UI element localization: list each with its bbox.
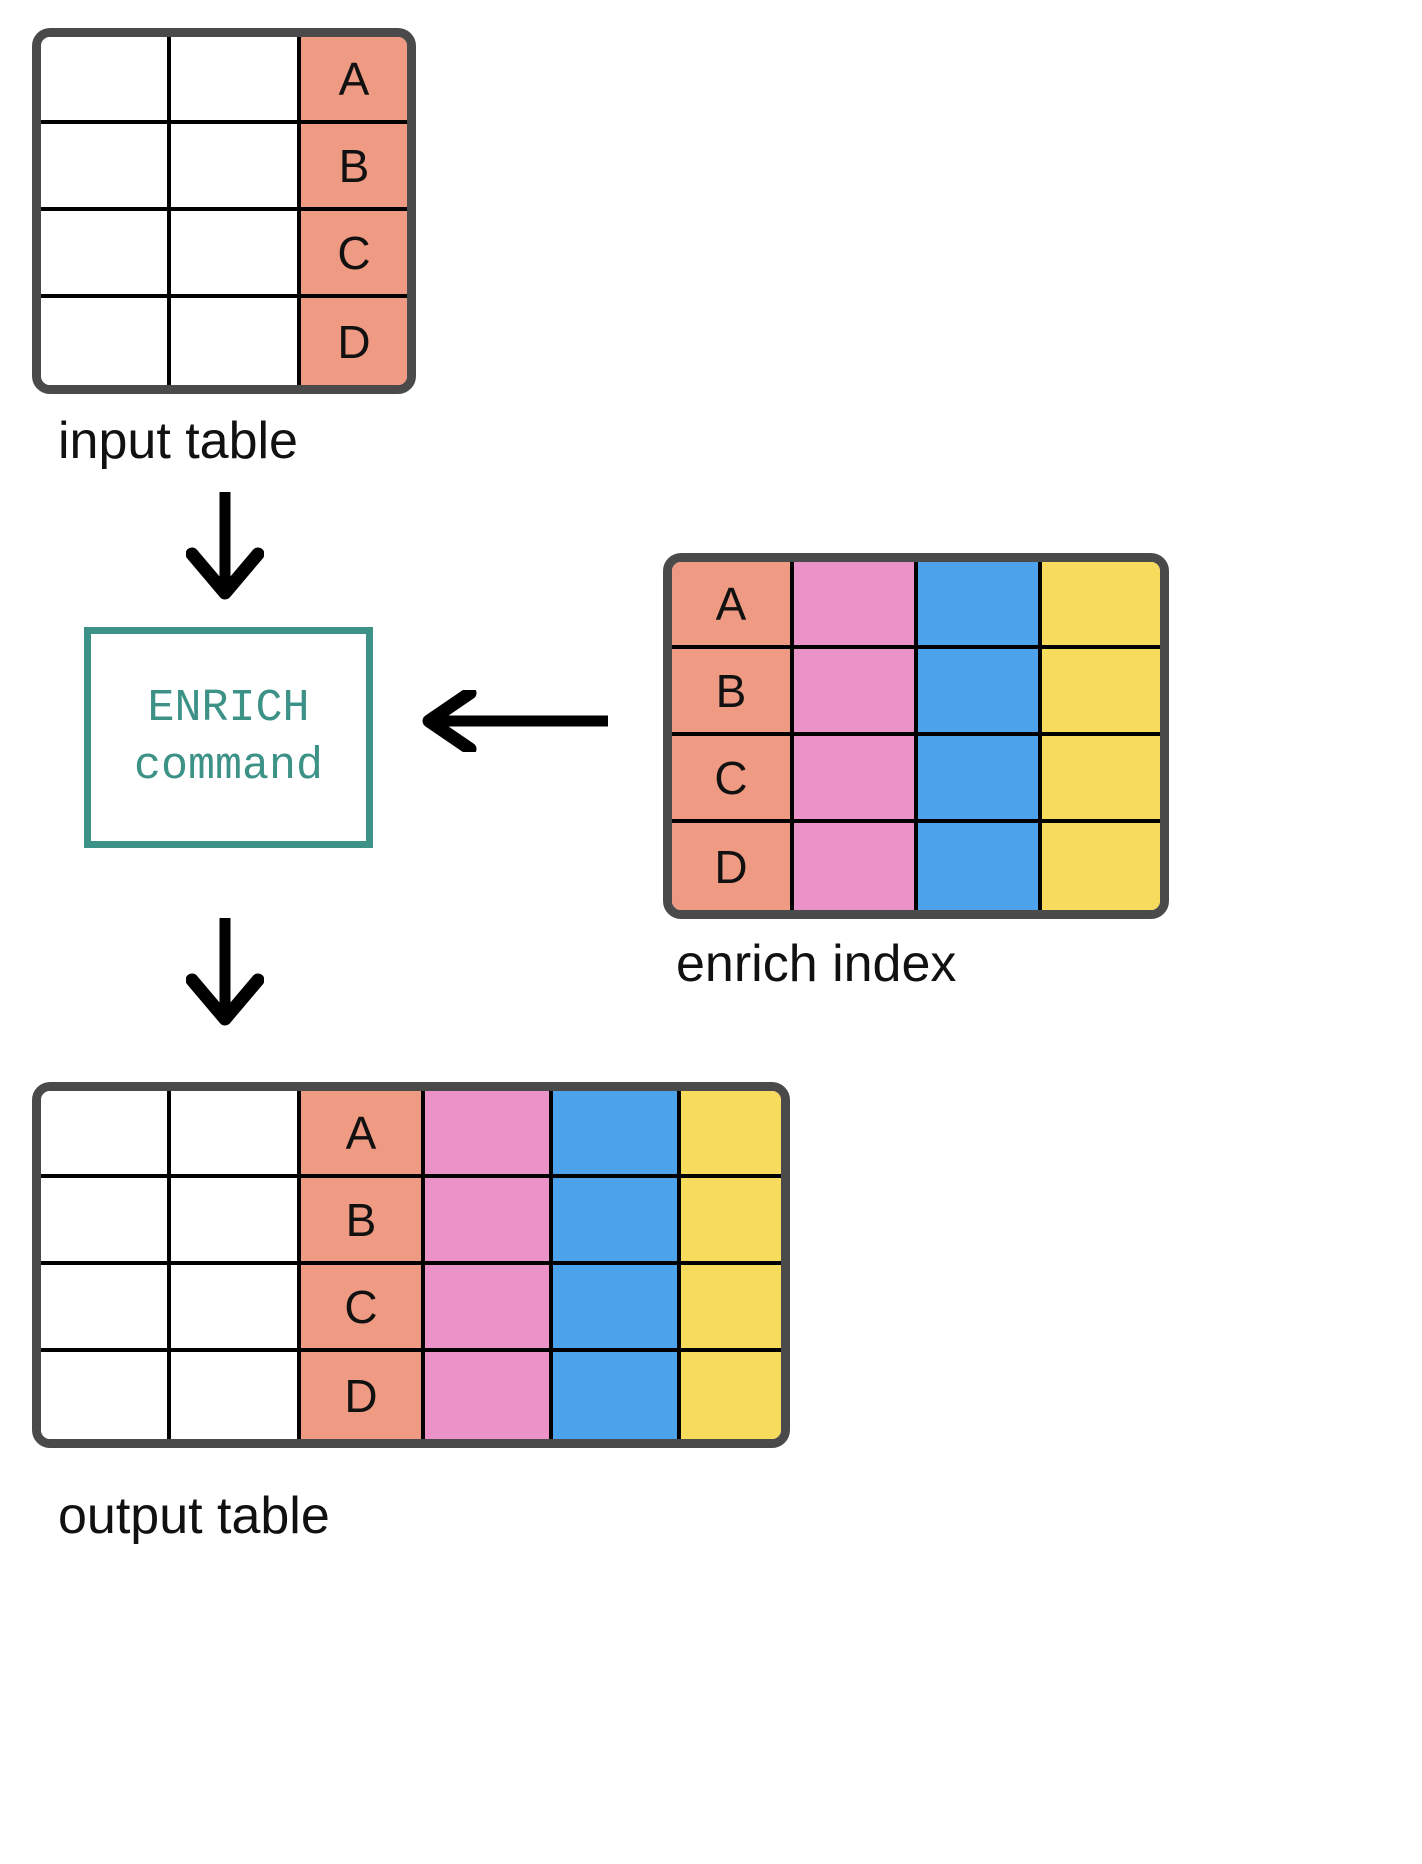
input-to-command-arrow [186, 492, 264, 602]
enrich-index-caption: enrich index [676, 935, 957, 993]
cell-blank-col-1-r1 [41, 37, 171, 124]
cell-blank-col-1-r2 [41, 1178, 171, 1265]
cell-enrich-field-2-r2 [553, 1178, 681, 1265]
cell-match-key-col-r1: A [301, 37, 407, 124]
cell-match-key-col-r2: B [672, 649, 794, 736]
cell-blank-col-2-r3 [171, 211, 301, 298]
cell-enrich-field-3-r2 [681, 1178, 781, 1265]
cell-enrich-field-3-r1 [681, 1091, 781, 1178]
cell-blank-col-1-r4 [41, 298, 171, 385]
cell-enrich-field-3-r1 [1042, 562, 1160, 649]
table-row: D [672, 823, 1160, 910]
output-table-caption: output table [58, 1487, 330, 1545]
cell-blank-col-1-r2 [41, 124, 171, 211]
enrich-command-line-2: command [133, 740, 324, 792]
enrich-command-box[interactable]: ENRICH command [84, 627, 373, 848]
cell-enrich-field-1-r2 [425, 1178, 553, 1265]
table-row: D [41, 298, 407, 385]
cell-match-key-col-r2: B [301, 1178, 425, 1265]
cell-blank-col-2-r4 [171, 298, 301, 385]
table-row: A [41, 37, 407, 124]
cell-enrich-field-2-r3 [553, 1265, 681, 1352]
cell-blank-col-2-r2 [171, 1178, 301, 1265]
cell-enrich-field-2-r4 [918, 823, 1042, 910]
table-row: B [672, 649, 1160, 736]
cell-blank-col-2-r3 [171, 1265, 301, 1352]
cell-enrich-field-2-r3 [918, 736, 1042, 823]
table-row: C [672, 736, 1160, 823]
cell-enrich-field-1-r3 [425, 1265, 553, 1352]
cell-blank-col-2-r1 [171, 1091, 301, 1178]
cell-blank-col-1-r4 [41, 1352, 171, 1439]
cell-enrich-field-3-r4 [681, 1352, 781, 1439]
enrich-command-line-1: ENRICH [147, 682, 310, 734]
table-row: B [41, 1178, 781, 1265]
cell-enrich-field-1-r3 [794, 736, 918, 823]
cell-blank-col-1-r3 [41, 211, 171, 298]
input-table-caption: input table [58, 412, 298, 470]
table-row: A [41, 1091, 781, 1178]
cell-enrich-field-3-r3 [1042, 736, 1160, 823]
table-row: A [672, 562, 1160, 649]
cell-enrich-field-2-r1 [553, 1091, 681, 1178]
cell-match-key-col-r2: B [301, 124, 407, 211]
cell-match-key-col-r1: A [672, 562, 794, 649]
cell-match-key-col-r4: D [301, 298, 407, 385]
cell-blank-col-2-r4 [171, 1352, 301, 1439]
cell-match-key-col-r4: D [672, 823, 794, 910]
cell-match-key-col-r1: A [301, 1091, 425, 1178]
cell-enrich-field-3-r4 [1042, 823, 1160, 910]
cell-enrich-field-1-r2 [794, 649, 918, 736]
index-to-command-arrow [418, 690, 608, 752]
cell-enrich-field-2-r2 [918, 649, 1042, 736]
cell-blank-col-1-r1 [41, 1091, 171, 1178]
cell-enrich-field-2-r1 [918, 562, 1042, 649]
cell-blank-col-2-r2 [171, 124, 301, 211]
cell-match-key-col-r3: C [672, 736, 794, 823]
cell-blank-col-2-r1 [171, 37, 301, 124]
cell-match-key-col-r3: C [301, 1265, 425, 1352]
cell-blank-col-1-r3 [41, 1265, 171, 1352]
table-row: D [41, 1352, 781, 1439]
cell-enrich-field-3-r3 [681, 1265, 781, 1352]
cell-match-key-col-r3: C [301, 211, 407, 298]
table-row: B [41, 124, 407, 211]
command-to-output-arrow [186, 918, 264, 1028]
cell-enrich-field-3-r2 [1042, 649, 1160, 736]
cell-match-key-col-r4: D [301, 1352, 425, 1439]
cell-enrich-field-2-r4 [553, 1352, 681, 1439]
cell-enrich-field-1-r1 [794, 562, 918, 649]
cell-enrich-field-1-r1 [425, 1091, 553, 1178]
cell-enrich-field-1-r4 [425, 1352, 553, 1439]
cell-enrich-field-1-r4 [794, 823, 918, 910]
table-row: C [41, 211, 407, 298]
table-row: C [41, 1265, 781, 1352]
